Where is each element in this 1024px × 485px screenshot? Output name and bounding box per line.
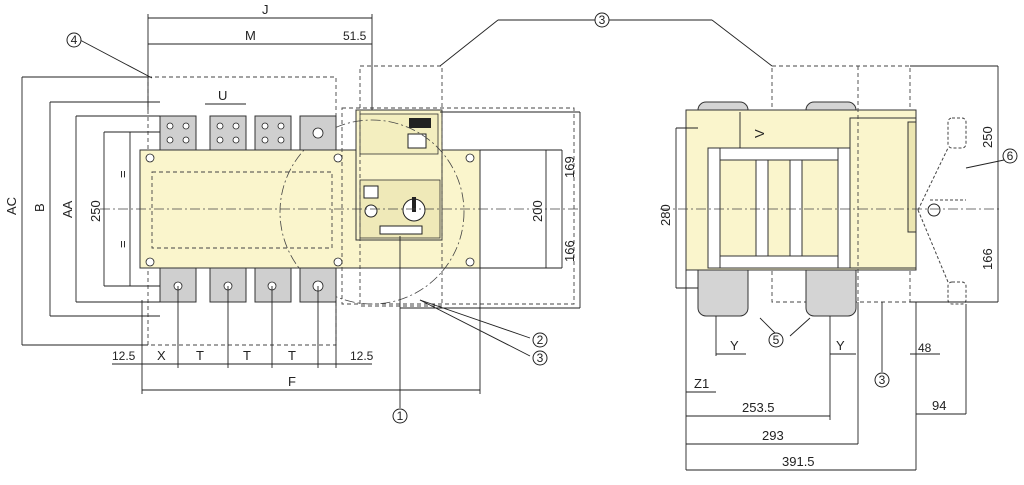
svg-text:4: 4	[71, 33, 78, 47]
side-callout-5: 5	[768, 332, 784, 348]
dim-M: M	[245, 28, 256, 43]
dim-200: 200	[530, 200, 545, 222]
svg-text:6: 6	[1007, 149, 1014, 163]
side-dim-166: 166	[980, 248, 995, 270]
dim-166: 166	[562, 240, 577, 262]
callout-4: 4	[66, 32, 82, 48]
side-dim-253-5: 253.5	[742, 400, 775, 415]
handle	[917, 117, 967, 305]
dim-F: F	[288, 374, 296, 389]
dim-eq-top: =	[115, 170, 130, 178]
dim-eq-bottom: =	[115, 240, 130, 248]
svg-text:1: 1	[397, 409, 404, 423]
svg-text:2: 2	[537, 333, 544, 347]
top-terminals	[159, 115, 337, 151]
svg-text:3: 3	[879, 373, 886, 387]
dim-B: B	[32, 203, 47, 212]
dim-T1: T	[196, 348, 204, 363]
dim-12-5-right: 12.5	[350, 349, 374, 363]
dim-U: U	[218, 88, 227, 103]
side-dim-293: 293	[762, 428, 784, 443]
side-dim-Y-right: Y	[836, 338, 845, 353]
dim-X: X	[157, 348, 166, 363]
side-view: V 250 280 166 Y Y 48 Z1 253.5 293 391.5 …	[658, 65, 1018, 471]
callout-3-right: 3	[532, 350, 548, 366]
side-callout-6: 6	[1002, 148, 1018, 164]
dim-250: 250	[88, 200, 103, 222]
svg-text:3: 3	[599, 13, 606, 27]
svg-text:3: 3	[537, 351, 544, 365]
callout-3-top: 3	[594, 12, 610, 28]
dim-T2: T	[243, 348, 251, 363]
side-dim-Y-left: Y	[730, 338, 739, 353]
dim-169: 169	[562, 156, 577, 178]
front-view: J M 51.5 U AC B AA 250 = = 169 200 166 1…	[4, 2, 773, 424]
callout-1: 1	[392, 408, 408, 424]
callout-2: 2	[532, 332, 548, 348]
dim-51-5: 51.5	[343, 29, 367, 43]
side-dim-94: 94	[932, 398, 946, 413]
dim-J: J	[262, 2, 269, 17]
side-dim-391-5: 391.5	[782, 454, 815, 469]
dim-AA: AA	[60, 200, 75, 218]
bottom-terminals	[159, 267, 337, 303]
side-dim-Z1: Z1	[694, 376, 709, 391]
svg-text:5: 5	[773, 333, 780, 347]
side-dim-V: V	[752, 129, 767, 138]
dim-12-5-left: 12.5	[112, 349, 136, 363]
side-callout-3: 3	[874, 372, 890, 388]
side-dim-48: 48	[918, 341, 932, 355]
side-dim-250: 250	[980, 126, 995, 148]
dim-AC: AC	[4, 197, 19, 215]
dim-T3: T	[288, 348, 296, 363]
side-dim-280: 280	[658, 204, 673, 226]
